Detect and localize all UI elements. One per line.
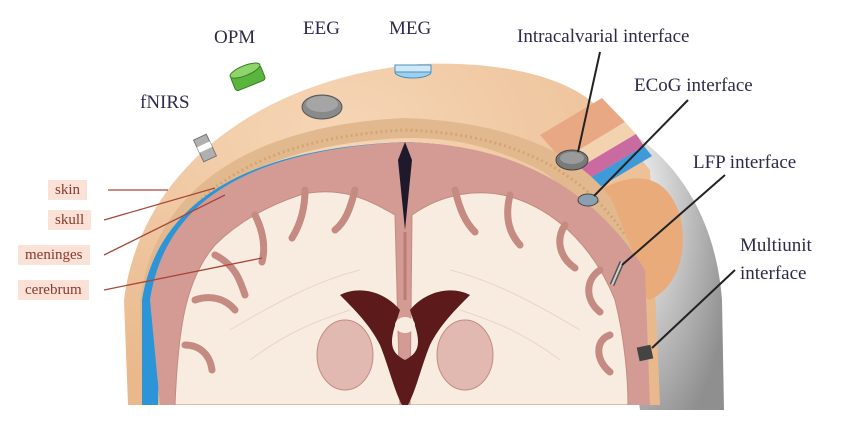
cerebrum-label: cerebrum (18, 280, 89, 300)
skin-label: skin (48, 180, 88, 200)
longitudinal-fissure (398, 142, 412, 230)
eeg-label: EEG (303, 18, 340, 39)
ecog-interface-label: ECoG interface (634, 75, 753, 96)
lateral-ventricles (340, 290, 470, 405)
meninges-label: meninges (18, 245, 90, 265)
ecog-electrode-icon (577, 193, 599, 207)
lfp-interface-label: LFP interface (693, 152, 797, 173)
multiunit-probe-icon (636, 344, 654, 362)
meg-sensor-icon (394, 64, 432, 79)
multiunit-interface-label-line2: interface (740, 263, 807, 284)
opm-sensor-icon (229, 62, 266, 92)
pia-cut-layer (580, 146, 652, 194)
opm-label: OPM (214, 27, 256, 48)
fnirs-optode-icon (192, 133, 218, 163)
multiunit-interface-label-line1: Multiunit (740, 235, 812, 256)
intracalvarial-electrode-icon (555, 149, 589, 171)
intracalvarial-interface-label: Intracalvarial interface (517, 26, 690, 47)
fnirs-label: fNIRS (140, 92, 190, 113)
dura-cut-layer (572, 134, 644, 184)
lfp-probe-icon (609, 261, 625, 286)
meg-label: MEG (389, 18, 432, 39)
eeg-electrode-icon (301, 94, 343, 120)
skull-label: skull (48, 210, 92, 230)
tissue-leader-lines (103, 187, 263, 291)
callout-leader-lines (577, 51, 736, 349)
cerebrum-body (150, 142, 650, 405)
